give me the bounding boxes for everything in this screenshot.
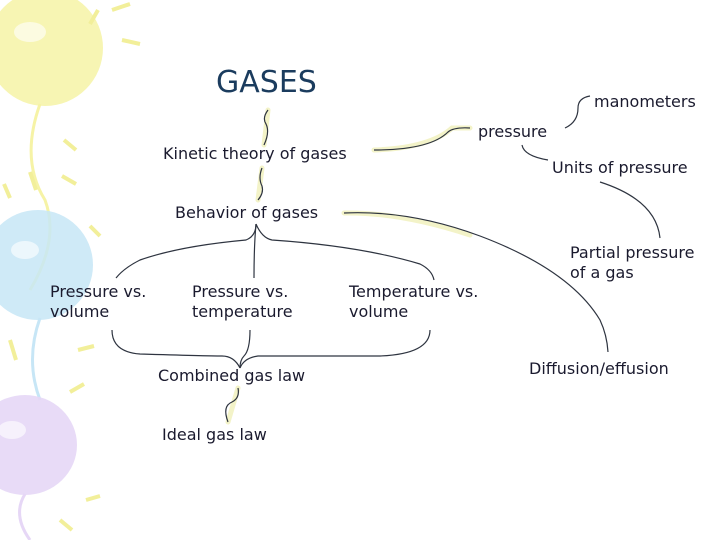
node-ideal-gas-law: Ideal gas law [162,425,267,444]
node-partial-pressure-line1: Partial pressure [570,243,695,262]
node-pressure: pressure [478,122,548,141]
node-kinetic-theory: Kinetic theory of gases [163,144,347,163]
node-temperature-vs-volume: Temperature vs. volume [349,282,478,322]
node-manometers: manometers [594,92,696,111]
node-pressure-vs-volume-line2: volume [50,302,110,321]
node-pressure-vs-volume-line1: Pressure vs. [50,282,147,301]
node-partial-pressure-line2: of a gas [570,263,634,282]
node-partial-pressure: Partial pressure of a gas [570,243,694,283]
node-diffusion-effusion: Diffusion/effusion [529,359,669,378]
node-pressure-vs-temperature-line1: Pressure vs. [192,282,289,301]
node-temperature-vs-volume-line1: Temperature vs. [349,282,479,301]
node-pressure-vs-volume: Pressure vs. volume [50,282,146,322]
page-title: GASES [216,65,317,100]
node-pressure-vs-temperature: Pressure vs. temperature [192,282,293,322]
node-combined-gas-law: Combined gas law [158,366,306,385]
node-pressure-vs-temperature-line2: temperature [192,302,293,321]
node-units-of-pressure: Units of pressure [552,158,688,177]
node-temperature-vs-volume-line2: volume [349,302,409,321]
node-behavior-of-gases: Behavior of gases [175,203,319,222]
